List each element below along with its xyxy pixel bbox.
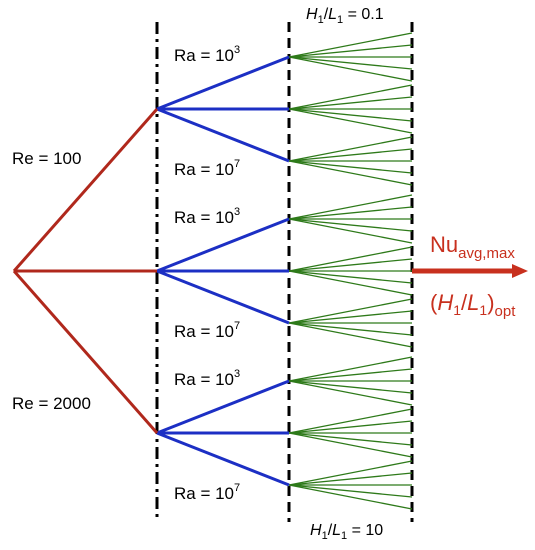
ratio-branch-line	[288, 56, 413, 70]
ratio-bottom-label: H1/L1 = 10	[310, 522, 383, 542]
ratio-branch-line	[288, 160, 413, 174]
ra-branch-line	[156, 217, 290, 273]
ra-high-label: Ra = 107	[174, 482, 240, 503]
ra-low-label: Ra = 103	[174, 206, 240, 227]
ratio-branch-line	[288, 246, 413, 272]
optimal-ratio-label: (H1/L1)opt	[430, 290, 516, 320]
ratio-branch-line	[288, 148, 413, 162]
ratio-branch-line	[288, 472, 413, 486]
ra-low-label: Ra = 103	[174, 368, 240, 389]
ratio-branch-line	[288, 270, 413, 284]
ratio-branch-line	[288, 322, 413, 348]
ratio-branch-line	[288, 96, 413, 110]
ratio-top-label: H1/L1 = 0.1	[306, 6, 384, 26]
re-branch-group	[12, 108, 159, 434]
ratio-branch-line	[288, 206, 413, 220]
ra-branch-line	[156, 269, 290, 325]
re-low-label: Re = 100	[12, 149, 81, 168]
re-branch-line	[12, 108, 159, 272]
ratio-branch-line	[288, 460, 413, 486]
ra-label-group: Ra = 103 Ra = 107 Ra = 103 Ra = 107 Ra = 103…	[174, 44, 240, 503]
ratio-branch-line	[288, 194, 413, 220]
ratio-branch-line	[288, 218, 413, 244]
ratio-branch-line	[288, 380, 413, 394]
ratio-branch-line	[288, 356, 413, 382]
ratio-branch-line	[288, 484, 413, 498]
ratio-branch-line	[288, 380, 413, 406]
re-high-label: Re = 2000	[12, 394, 91, 413]
ra-branch-line	[156, 107, 290, 163]
ratio-branch-line	[288, 84, 413, 110]
ratio-branch-line	[288, 432, 413, 458]
ratio-branch-line	[288, 310, 413, 324]
output-arrow-head	[512, 264, 528, 278]
ratio-branch-line	[288, 420, 413, 434]
ratio-branch-line	[288, 432, 413, 446]
ra-low-label: Ra = 103	[174, 44, 240, 65]
ratio-branch-line	[288, 484, 413, 510]
ratio-branch-line	[288, 368, 413, 382]
ratio-branch-line	[288, 160, 413, 186]
re-branch-line	[12, 270, 159, 434]
ra-branch-line	[156, 379, 290, 435]
ratio-branch-line	[288, 32, 413, 58]
ratio-branch-line	[288, 408, 413, 434]
ratio-branch-line	[288, 108, 413, 122]
ratio-branch-line	[288, 298, 413, 324]
ratio-branch-line	[288, 108, 413, 134]
ratio-branch-line	[288, 218, 413, 232]
ratio-branch-line	[288, 56, 413, 82]
ratio-branch-group	[288, 32, 413, 510]
ra-high-label: Ra = 107	[174, 320, 240, 341]
ra-branch-line	[156, 55, 290, 111]
ratio-branch-line	[288, 44, 413, 58]
nu-avg-max-label: Nuavg,max	[430, 232, 515, 262]
ratio-branch-line	[288, 270, 413, 296]
ra-branch-line	[156, 431, 290, 487]
ratio-branch-line	[288, 136, 413, 162]
ra-branch-group	[156, 55, 290, 487]
ratio-branch-line	[288, 258, 413, 272]
ra-high-label: Ra = 107	[174, 158, 240, 179]
ratio-branch-line	[288, 322, 413, 336]
